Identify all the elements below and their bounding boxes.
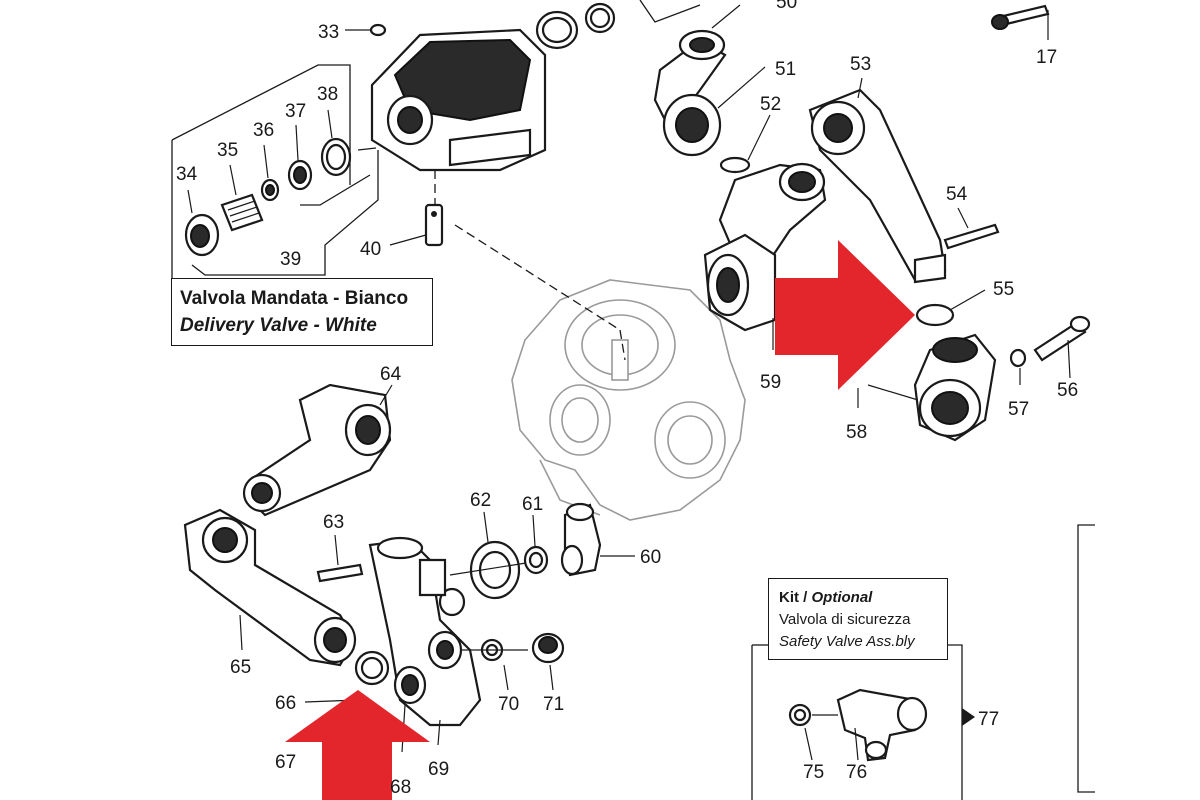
o-rings-top — [535, 0, 701, 50]
callout-33: 33 — [318, 22, 339, 43]
part-33-nut — [345, 23, 387, 37]
callout-71: 71 — [543, 694, 564, 715]
delivery-valve-label-box: Valvola Mandata - Bianco Delivery Valve … — [171, 278, 433, 346]
callout-65: 65 — [230, 657, 251, 678]
safety-valve-kit-label-box: Kit / Optional Valvola di sicurezza Safe… — [768, 578, 948, 660]
callout-75: 75 — [803, 762, 824, 783]
callout-35: 35 — [217, 140, 238, 161]
kit-optional-title: Kit / Optional — [779, 587, 937, 609]
upper-right-manifold — [653, 4, 1091, 442]
callout-52: 52 — [760, 94, 781, 115]
callout-60: 60 — [640, 547, 661, 568]
red-arrow-lower — [285, 690, 430, 800]
callout-53: 53 — [850, 54, 871, 75]
kit-label: Kit / — [779, 589, 812, 606]
callout-54: 54 — [946, 184, 968, 205]
callout-55: 55 — [993, 279, 1014, 300]
callout-76: 76 — [846, 762, 867, 783]
callout-58: 58 — [846, 422, 867, 443]
optional-label: Optional — [811, 589, 873, 606]
callout-69: 69 — [428, 759, 449, 780]
lower-left-manifold — [183, 383, 635, 753]
callout-37: 37 — [285, 101, 306, 122]
callout-40: 40 — [360, 239, 381, 260]
safety-valve-english: Safety Valve Ass.bly — [779, 633, 915, 650]
callout-38: 38 — [317, 84, 338, 105]
callout-77: 77 — [978, 709, 999, 730]
callout-34: 34 — [176, 164, 198, 185]
part-40-clip — [389, 203, 444, 247]
callout-67: 67 — [275, 752, 296, 773]
callout-17: 17 — [1036, 47, 1057, 68]
callout-51: 51 — [775, 59, 796, 80]
part-17-screw — [991, 4, 1050, 40]
callout-39: 39 — [280, 249, 301, 270]
delivery-valve-english: Delivery Valve - White — [180, 315, 377, 336]
callout-64: 64 — [380, 364, 402, 385]
callout-63: 63 — [323, 512, 344, 533]
callout-61: 61 — [522, 494, 543, 515]
callout-70: 70 — [498, 694, 519, 715]
callout-68: 68 — [390, 777, 411, 798]
callout-36: 36 — [253, 120, 274, 141]
callout-59: 59 — [760, 372, 781, 393]
red-arrow-upper — [775, 240, 915, 390]
right-edge-bracket — [1077, 524, 1095, 793]
callout-62: 62 — [470, 490, 491, 511]
pump-body-ghost — [511, 279, 746, 521]
callout-57: 57 — [1008, 399, 1029, 420]
delivery-valve-group — [171, 64, 379, 278]
pump-head-block — [370, 28, 626, 361]
safety-valve-kit — [751, 644, 975, 800]
safety-valve-italian: Valvola di sicurezza — [779, 611, 911, 628]
delivery-valve-italian: Valvola Mandata - Bianco — [180, 288, 409, 309]
callout-66: 66 — [275, 693, 296, 714]
callout-50: 50 — [776, 0, 797, 13]
callout-56: 56 — [1057, 380, 1078, 401]
callout-numbers: 17 33 34 35 36 37 38 39 40 50 51 52 53 5… — [176, 0, 1078, 798]
